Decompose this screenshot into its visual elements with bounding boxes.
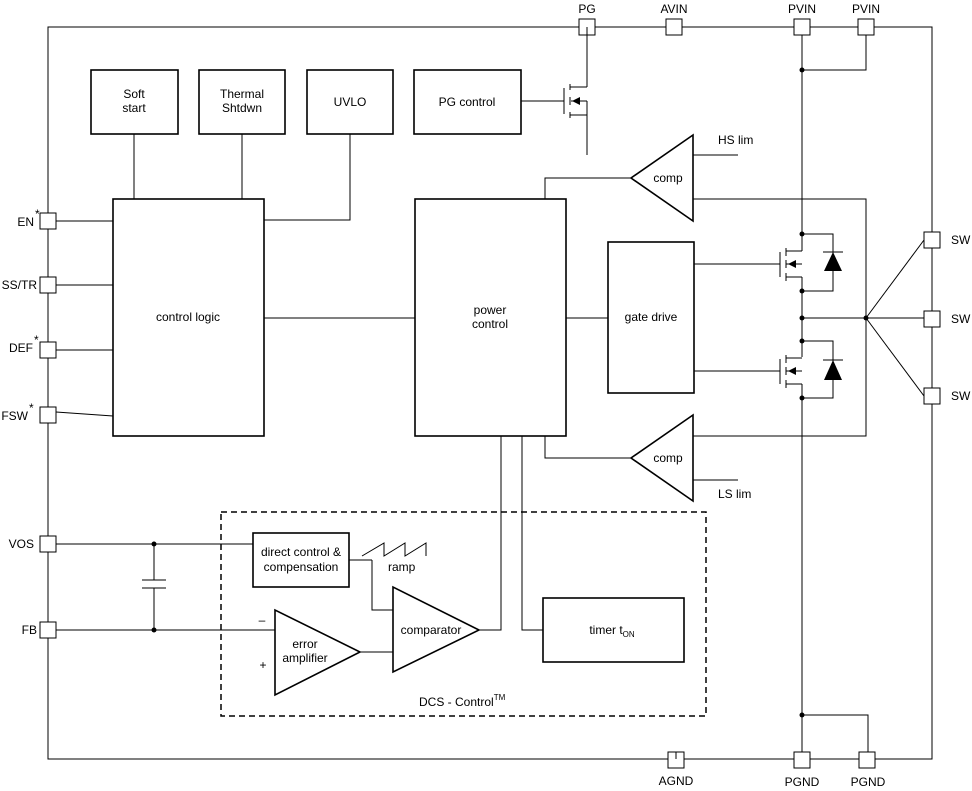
pin-ss-tr[interactable]: SS/TR (2, 276, 57, 294)
gate-drive-block: gate drive (607, 241, 695, 394)
pin-pgnd-1[interactable]: PGND (785, 751, 820, 789)
pin-label-sw-1: SW (951, 233, 971, 247)
pin-label-def: DEF (9, 341, 33, 355)
pin-pvin-1[interactable]: PVIN (788, 2, 816, 36)
minus-input: – (259, 613, 266, 627)
compensation-capacitor (142, 544, 166, 630)
pwm-comparator: comparator (392, 585, 481, 674)
direct-control-block: direct control & compensation (252, 532, 350, 588)
plus-input: + (259, 658, 266, 672)
power-control-block: power control (414, 198, 567, 437)
svg-text:Shtdwn: Shtdwn (222, 101, 262, 115)
pin-label-fb: FB (22, 623, 37, 637)
pin-def[interactable]: DEF * (9, 333, 57, 359)
pin-label-pg: PG (578, 2, 595, 16)
pin-pg[interactable]: PG (578, 2, 596, 36)
svg-text:UVLO: UVLO (334, 95, 367, 109)
svg-text:direct control &: direct control & (261, 545, 341, 559)
pin-fsw[interactable]: FSW * (1, 401, 57, 424)
svg-text:Soft: Soft (123, 87, 145, 101)
svg-text:ramp: ramp (388, 560, 416, 574)
svg-text:compensation: compensation (264, 560, 339, 574)
pin-label-fsw: FSW (1, 409, 28, 423)
ls-lim-label: LS lim (718, 487, 751, 501)
pin-pgnd-2[interactable]: PGND (851, 751, 886, 789)
pin-fb[interactable]: FB (22, 621, 57, 639)
pg-mosfet (521, 27, 588, 155)
pin-label-ss-tr: SS/TR (2, 278, 38, 292)
pin-label-sw-2: SW (951, 312, 971, 326)
pin-avin[interactable]: AVIN (660, 2, 688, 36)
thermal-shutdown-block: Thermal Shtdwn (198, 69, 286, 135)
svg-text:gate drive: gate drive (625, 310, 678, 324)
svg-text:timer tON: timer tON (589, 623, 635, 639)
hs-lim-label: HS lim (718, 133, 753, 147)
pin-def-asterisk: * (34, 333, 39, 347)
uvlo-block: UVLO (306, 69, 394, 135)
pin-label-avin: AVIN (660, 2, 687, 16)
pin-sw-2[interactable]: SW (923, 310, 971, 328)
pin-label-pvin-2: PVIN (852, 2, 880, 16)
error-amplifier: error amplifier – + (259, 608, 362, 697)
pin-sw-3[interactable]: SW (923, 387, 971, 405)
svg-text:Thermal: Thermal (220, 87, 264, 101)
pin-pvin-2[interactable]: PVIN (852, 2, 880, 36)
svg-text:start: start (122, 101, 146, 115)
svg-text:comp: comp (653, 451, 683, 465)
pin-label-vos: VOS (9, 537, 34, 551)
svg-text:comparator: comparator (401, 623, 462, 637)
pin-vos[interactable]: VOS (9, 535, 57, 553)
pin-label-pgnd-2: PGND (851, 775, 886, 789)
pg-control-block: PG control (413, 69, 522, 135)
dcs-control-label: DCS - ControlTM (419, 693, 506, 709)
pin-en[interactable]: EN * (17, 207, 57, 230)
pin-label-pvin-1: PVIN (788, 2, 816, 16)
svg-text:control: control (472, 317, 508, 331)
svg-text:PG control: PG control (439, 95, 496, 109)
svg-text:amplifier: amplifier (282, 651, 327, 665)
hs-mosfet (694, 231, 843, 294)
ls-mosfet (694, 338, 843, 401)
svg-text:power: power (474, 303, 507, 317)
ramp-waveform: ramp (361, 542, 427, 574)
svg-text:comp: comp (653, 171, 683, 185)
control-logic-block: control logic (112, 198, 265, 437)
pin-label-en: EN (17, 215, 34, 229)
ls-comparator: comp LS lim (544, 318, 867, 503)
pin-label-agnd: AGND (659, 774, 694, 788)
svg-text:error: error (292, 637, 317, 651)
pin-label-sw-3: SW (951, 389, 971, 403)
pin-label-pgnd-1: PGND (785, 775, 820, 789)
timer-ton-block: timer tON (542, 597, 685, 663)
pin-sw-1[interactable]: SW (923, 231, 971, 249)
pin-en-asterisk: * (35, 207, 40, 221)
hs-comparator: comp HS lim (544, 133, 867, 318)
dcs-control-region (220, 511, 707, 717)
soft-start-block: Soft start (90, 69, 179, 135)
svg-text:control logic: control logic (156, 310, 220, 324)
pin-fsw-asterisk: * (29, 401, 34, 415)
